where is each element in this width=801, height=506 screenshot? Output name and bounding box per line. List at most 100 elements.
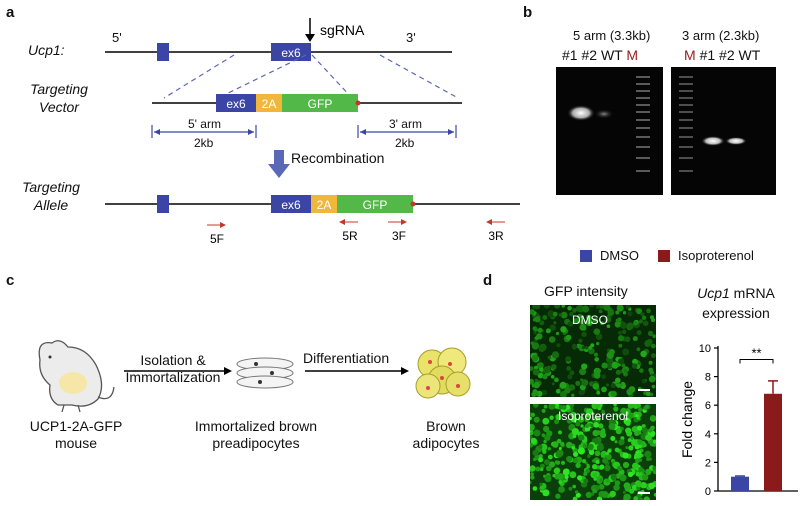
gfp-cell (535, 466, 541, 472)
gfp-cell (641, 379, 647, 384)
gfp-cell (560, 460, 566, 465)
gfp-cell (575, 492, 581, 498)
gfp-cell (631, 363, 638, 369)
gfp-cell (530, 423, 535, 431)
gfp-cell (641, 427, 648, 434)
gfp-cell (623, 369, 628, 373)
allele-upstream-exon (157, 195, 169, 213)
gfp-cell (567, 321, 574, 327)
gfp-cell (578, 389, 585, 396)
vector-gfp-label: GFP (308, 97, 333, 111)
gfp-cell (572, 457, 578, 464)
gfp-cell (590, 492, 595, 496)
recombination-arrow (274, 150, 284, 166)
gfp-cell (637, 439, 643, 445)
adipocytes-caption: Brown adipocytes (398, 418, 494, 452)
gfp-cell (637, 453, 643, 458)
gfp-cell (593, 477, 597, 481)
gfp-cell (565, 441, 573, 449)
gfp-cell (601, 374, 607, 380)
gfp-cell (543, 425, 550, 433)
gfp-cell (599, 478, 604, 482)
gfp-cell (530, 378, 535, 385)
gfp-cell (640, 350, 647, 358)
gfp-cell (577, 475, 583, 481)
gfp-cell (537, 372, 544, 379)
gfp-cell (618, 343, 623, 348)
gfp-cell (595, 368, 601, 374)
mouse-illustration (38, 340, 115, 413)
lane-label-2: #2 (581, 47, 598, 63)
gfp-image-iso-label: Isoproterenol (558, 409, 629, 423)
gfp-cell (642, 320, 649, 327)
dash-line-2 (217, 54, 307, 99)
gfp-cell (592, 383, 600, 390)
gfp-cell (618, 358, 625, 365)
adipocytes-caption-line1: Brown (426, 418, 466, 434)
gfp-cell (533, 327, 538, 332)
targeting-diagram: ex6 sgRNA ex6 2A GFP ex6 (105, 18, 520, 246)
gfp-cell (534, 316, 541, 323)
gfp-cell (577, 416, 585, 423)
gfp-cell (610, 436, 616, 441)
exon6-label: ex6 (281, 46, 301, 60)
gfp-cell (567, 305, 572, 311)
gfp-image-iso-svg (530, 404, 656, 500)
gfp-cell (622, 461, 630, 469)
gfp-cell (597, 420, 600, 423)
gfp-cell (573, 318, 580, 325)
gfp-cell (554, 305, 561, 309)
gfp-cell (614, 440, 618, 444)
gfp-cell (621, 329, 627, 334)
bar-isoproterenol (764, 393, 782, 491)
gfp-cell (549, 415, 554, 420)
scale-bar-top (638, 389, 650, 391)
gfp-cell (575, 462, 581, 469)
lane-label-marker-right: M (684, 47, 696, 63)
gfp-cell (637, 407, 643, 412)
gfp-cell (575, 421, 581, 427)
gfp-cell (615, 369, 621, 375)
allele-exon6-box (271, 195, 311, 213)
gfp-image-dmso-svg (530, 305, 656, 397)
gfp-cell (533, 331, 537, 335)
sgrna-label: sgRNA (320, 22, 365, 38)
gfp-cell (539, 482, 543, 486)
brown-adipocytes-illustration (415, 347, 471, 399)
step2-arrow (305, 367, 409, 375)
gfp-cell (555, 414, 562, 421)
bar-dmso (731, 476, 749, 491)
primer-5f-label: 5F (210, 232, 224, 246)
lane-label-2-right: #2 (719, 47, 735, 63)
gfp-cell (596, 341, 600, 346)
gfp-cell (637, 430, 642, 435)
gfp-cell (605, 451, 609, 456)
gfp-cell (632, 336, 638, 342)
gfp-cell (586, 463, 590, 467)
gfp-cell (643, 496, 650, 500)
gfp-cell (645, 468, 652, 476)
gfp-cell (622, 311, 627, 315)
gfp-cell (644, 450, 652, 458)
gfp-cell (601, 386, 607, 393)
gfp-cell (558, 486, 565, 493)
gfp-cell (555, 388, 561, 394)
chart-title-line1: Ucp1 mRNA (676, 283, 796, 303)
lane-label-1-right: #1 (699, 47, 716, 63)
gfp-cell (552, 311, 558, 317)
gfp-cell (645, 391, 651, 397)
mouse-caption-line2: mouse (54, 435, 98, 451)
gfp-cell (596, 430, 601, 435)
gfp-cell (651, 384, 656, 389)
preadipocytes-illustration (236, 357, 294, 389)
gfp-cell (646, 308, 651, 314)
gfp-cell (530, 472, 534, 476)
gfp-cell (625, 305, 631, 309)
gfp-cell (579, 323, 587, 331)
gfp-cell (538, 345, 546, 352)
gfp-cell (585, 346, 589, 350)
primer-3f-label: 3F (392, 229, 406, 243)
gel-image-right (671, 67, 776, 195)
gfp-cell (647, 330, 654, 337)
gfp-cell (624, 336, 631, 342)
